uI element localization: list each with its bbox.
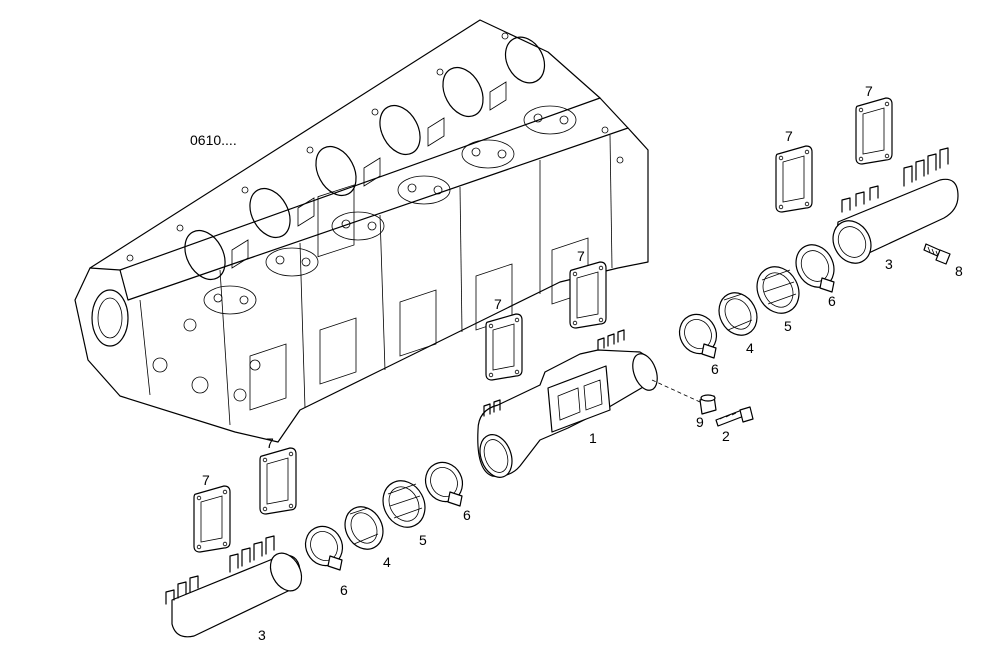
gasket-upper-left xyxy=(775,145,813,213)
exhaust-manifold-center xyxy=(477,329,701,478)
label-pipe-left: 3 xyxy=(258,627,266,643)
drawing-reference: 0610.... xyxy=(190,132,237,148)
ring-right xyxy=(718,292,758,336)
label-ring-left: 4 xyxy=(383,554,391,570)
clamp-left-a xyxy=(304,525,344,571)
label-manifold-center: 1 xyxy=(589,430,597,446)
gasket-middle-left xyxy=(485,313,523,381)
label-clamp-right-a: 6 xyxy=(711,361,719,377)
clamp-right-a xyxy=(678,313,718,359)
gasket-lower-left xyxy=(193,485,231,553)
label-gasket-5: 7 xyxy=(202,472,210,488)
bellows-left xyxy=(382,480,426,528)
ring-left xyxy=(344,506,384,550)
screw-right xyxy=(923,243,951,265)
label-gasket-6: 7 xyxy=(266,435,274,451)
gasket-upper-right xyxy=(855,97,893,165)
pipe-right xyxy=(832,147,959,264)
label-clamp-left-b: 6 xyxy=(463,507,471,523)
clamp-left-b xyxy=(424,461,464,507)
label-gasket-3: 7 xyxy=(494,296,502,312)
label-clamp-left-a: 6 xyxy=(340,582,348,598)
cam-bores xyxy=(184,36,546,281)
label-screw-right: 8 xyxy=(955,263,963,279)
valve-pockets xyxy=(203,105,577,315)
label-clamp-right-b: 6 xyxy=(828,293,836,309)
label-spacer: 9 xyxy=(696,414,704,430)
label-pipe-right: 3 xyxy=(885,256,893,272)
gasket-middle-right xyxy=(569,261,607,329)
bellows-right xyxy=(756,266,800,314)
label-gasket-4: 7 xyxy=(577,248,585,264)
gasket-lower-right xyxy=(259,447,297,515)
cylinder-head xyxy=(74,19,649,443)
pipe-left xyxy=(165,535,303,638)
label-gasket-2: 7 xyxy=(865,83,873,99)
clamp-right-b xyxy=(795,244,835,293)
label-gasket-1: 7 xyxy=(785,128,793,144)
spacer xyxy=(699,394,717,415)
label-screw-center: 2 xyxy=(722,428,730,444)
screw-center xyxy=(715,406,754,427)
label-ring-right: 4 xyxy=(746,340,754,356)
label-bellows-right: 5 xyxy=(784,318,792,334)
label-bellows-left: 5 xyxy=(419,532,427,548)
